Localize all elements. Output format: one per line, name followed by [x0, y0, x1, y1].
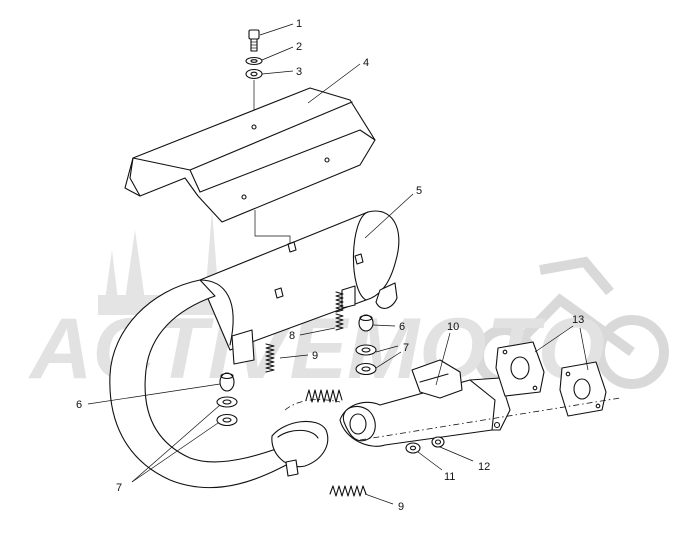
part-spring-left — [265, 343, 275, 373]
callout-3: 3 — [296, 66, 302, 78]
leader-lines — [87, 23, 589, 505]
part-grommet-right — [358, 314, 374, 332]
part-spring-middle — [305, 389, 343, 403]
part-heat-shield — [124, 87, 376, 223]
part-muffler — [199, 210, 400, 365]
part-washers-right — [355, 344, 377, 376]
callouts: 1 2 3 4 5 6 6 7 7 8 9 9 10 11 12 13 — [76, 18, 584, 513]
leader-shield-mount — [254, 210, 291, 246]
callout-9-lower: 9 — [398, 501, 404, 513]
part-spring-upper — [335, 291, 344, 331]
callout-4: 4 — [363, 57, 369, 69]
part-grommet-left — [219, 372, 235, 392]
centerline-left — [284, 399, 341, 411]
callout-12: 12 — [478, 461, 490, 473]
part-nut-bottom — [405, 442, 421, 454]
part-nut-top — [245, 68, 263, 80]
part-washers-left — [216, 396, 238, 427]
part-gasket-front — [495, 341, 545, 397]
watermark-motorcycle — [474, 256, 669, 389]
callout-5: 5 — [416, 185, 422, 197]
callout-11: 11 — [444, 471, 455, 483]
part-manifold — [339, 359, 511, 447]
part-gasket-rear — [559, 361, 607, 417]
callout-7-left: 7 — [116, 482, 122, 494]
part-bolt — [248, 29, 260, 52]
callout-10: 10 — [447, 321, 459, 333]
callout-6-right: 6 — [399, 321, 405, 333]
part-spring-bottom — [329, 485, 367, 497]
part-washer-bottom — [431, 436, 445, 448]
callout-7-right: 7 — [403, 342, 409, 354]
callout-6-left: 6 — [76, 399, 82, 411]
part-washer-top — [245, 56, 263, 66]
centerline-axis — [359, 397, 621, 441]
part-head-pipe — [109, 279, 329, 489]
callout-1: 1 — [296, 18, 302, 30]
callout-2: 2 — [296, 41, 302, 53]
callout-13: 13 — [572, 314, 584, 326]
callout-9-upper: 9 — [312, 350, 318, 362]
callout-8: 8 — [289, 330, 295, 342]
